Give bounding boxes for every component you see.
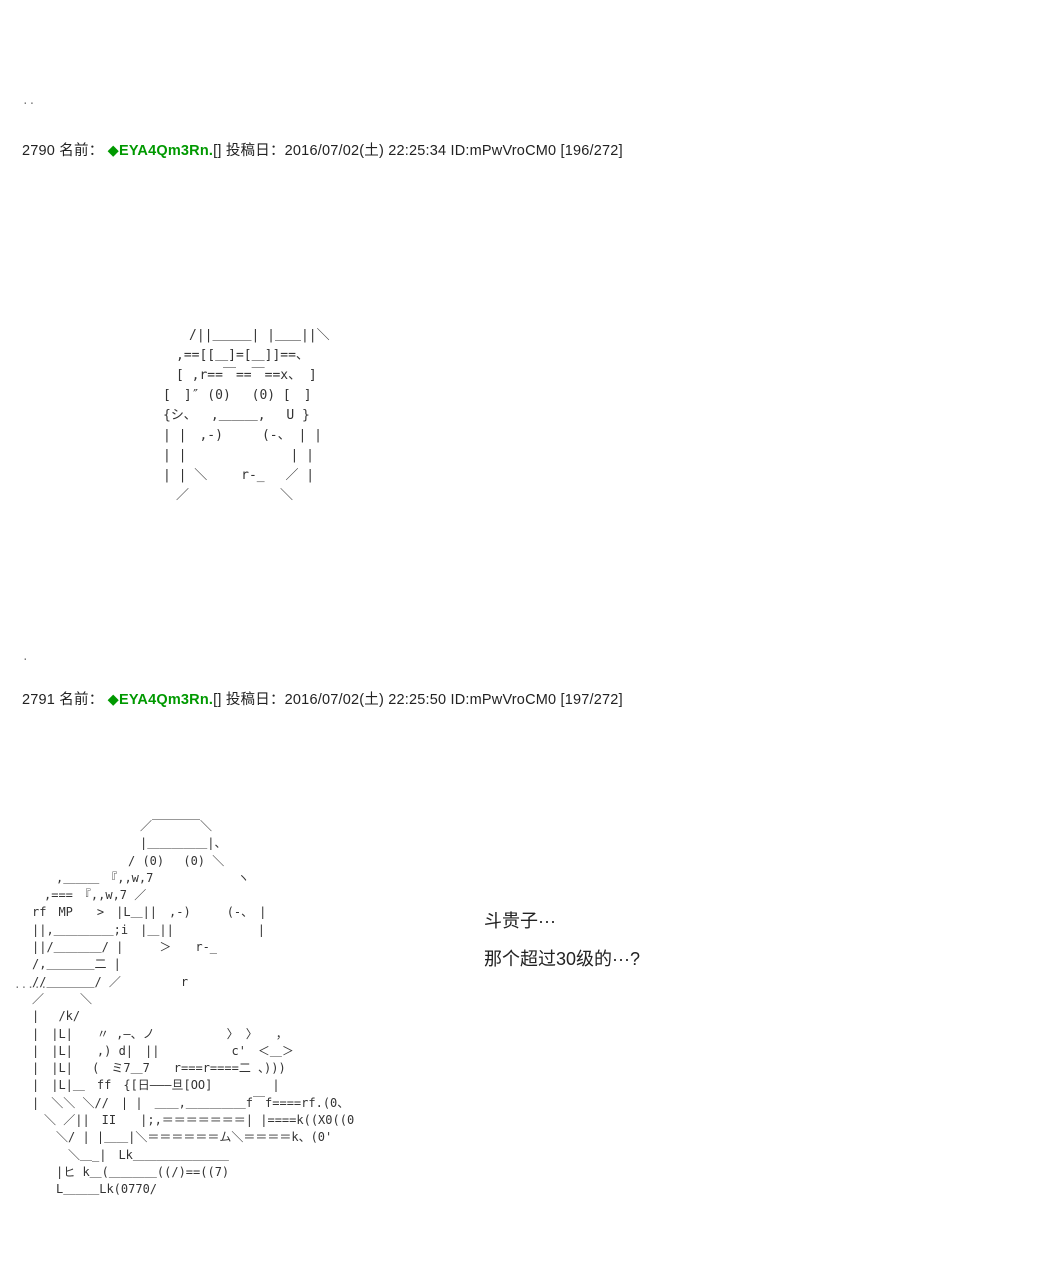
post-date: 2016/07/02(土) 22:25:34	[284, 143, 447, 159]
dialogue-text: 斗贵子··· 那个超过30级的···?	[484, 902, 640, 978]
post-number: 2790	[22, 143, 56, 159]
tripcode: ◆EYA4Qm3Rn.	[107, 143, 214, 159]
post-date: 2016/07/02(土) 22:25:50	[284, 692, 447, 708]
decorative-dot-mid: .	[22, 650, 29, 663]
decorative-dots-top: ..	[22, 94, 36, 107]
tripcode-brackets: []	[213, 692, 222, 708]
date-label: 投稿日：	[225, 143, 285, 159]
dialogue-line-1: 斗贵子···	[484, 911, 556, 931]
post-header-2790: 2790 名前： ◆EYA4Qm3Rn.[] 投稿日：2016/07/02(土)…	[22, 139, 623, 160]
tripcode-brackets: []	[213, 143, 222, 159]
post-number: 2791	[22, 692, 56, 708]
post-header-2791: 2791 名前： ◆EYA4Qm3Rn.[] 投稿日：2016/07/02(土)…	[22, 688, 623, 709]
decorative-dots-left: .....	[14, 978, 48, 991]
post-count: [197/272]	[560, 692, 623, 708]
post-count: [196/272]	[560, 143, 623, 159]
poster-id: ID:mPwVroCM0	[450, 692, 557, 708]
poster-id: ID:mPwVroCM0	[450, 143, 557, 159]
ascii-art-post-2790: /||＿＿＿| |＿＿||＼ ,==[[＿]=[＿]]==、 [ ,r==￣==…	[163, 328, 330, 503]
date-label: 投稿日：	[225, 692, 285, 708]
ascii-art-post-2791: ／￣￣￣￣＼ |＿＿＿＿＿|、 / (0) (0) ＼ ,＿＿＿ 『,,w,7 …	[32, 819, 355, 1197]
dialogue-line-2: 那个超过30级的···?	[484, 949, 641, 969]
name-label: 名前：	[59, 143, 104, 159]
tripcode: ◆EYA4Qm3Rn.	[107, 692, 214, 708]
name-label: 名前：	[59, 692, 104, 708]
